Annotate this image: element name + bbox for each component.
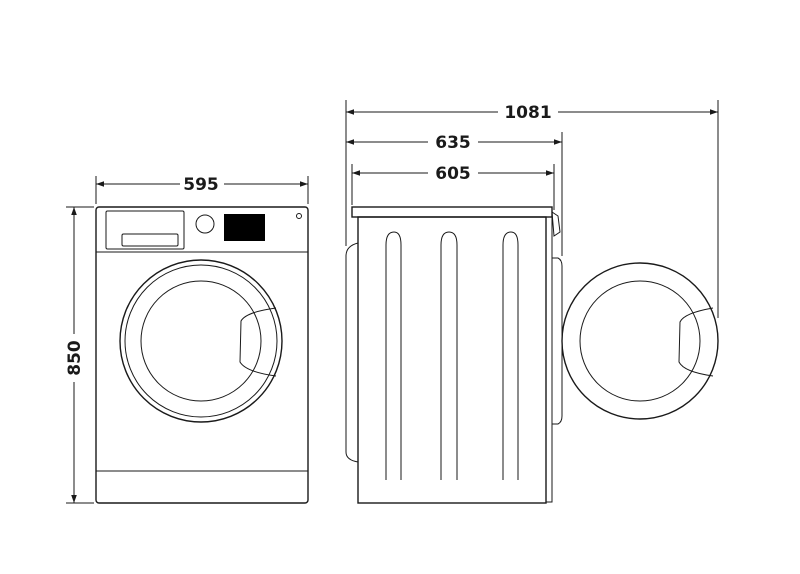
open-door-outer [561, 262, 719, 420]
side-knob [551, 211, 561, 237]
dimension-label-595: 595 [183, 175, 219, 195]
dimension-label-605: 605 [435, 164, 471, 184]
door-outer-ring [119, 259, 283, 423]
dimension-850: 850 [65, 206, 94, 504]
door-glass [140, 280, 262, 402]
side-rib-1 [385, 231, 402, 480]
front-view [95, 206, 309, 504]
dimension-label-635: 635 [435, 133, 471, 153]
program-knob [195, 214, 215, 234]
side-view [345, 206, 719, 504]
dimension-605: 605 [351, 164, 555, 210]
side-door-profile [552, 257, 563, 425]
side-worktop [351, 206, 553, 218]
dimension-label-850: 850 [65, 340, 85, 376]
open-door-handle [678, 307, 714, 377]
display-panel [224, 214, 265, 241]
rear-bulge [345, 242, 359, 463]
side-front-edge [546, 216, 553, 503]
dimension-635: 635 [346, 132, 563, 256]
front-cabinet [95, 206, 309, 504]
side-body [357, 216, 547, 504]
power-button [296, 213, 302, 219]
detergent-drawer [105, 210, 185, 250]
dimension-label-1081: 1081 [504, 103, 551, 123]
open-door-glass [579, 280, 701, 402]
side-rib-2 [440, 231, 458, 480]
side-rib-3 [502, 231, 519, 480]
door-inner-ring [124, 264, 278, 418]
door-handle [239, 307, 277, 377]
drawer-handle [121, 233, 179, 247]
dimension-1081: 1081 [345, 100, 719, 318]
dimension-595: 595 [95, 175, 309, 204]
